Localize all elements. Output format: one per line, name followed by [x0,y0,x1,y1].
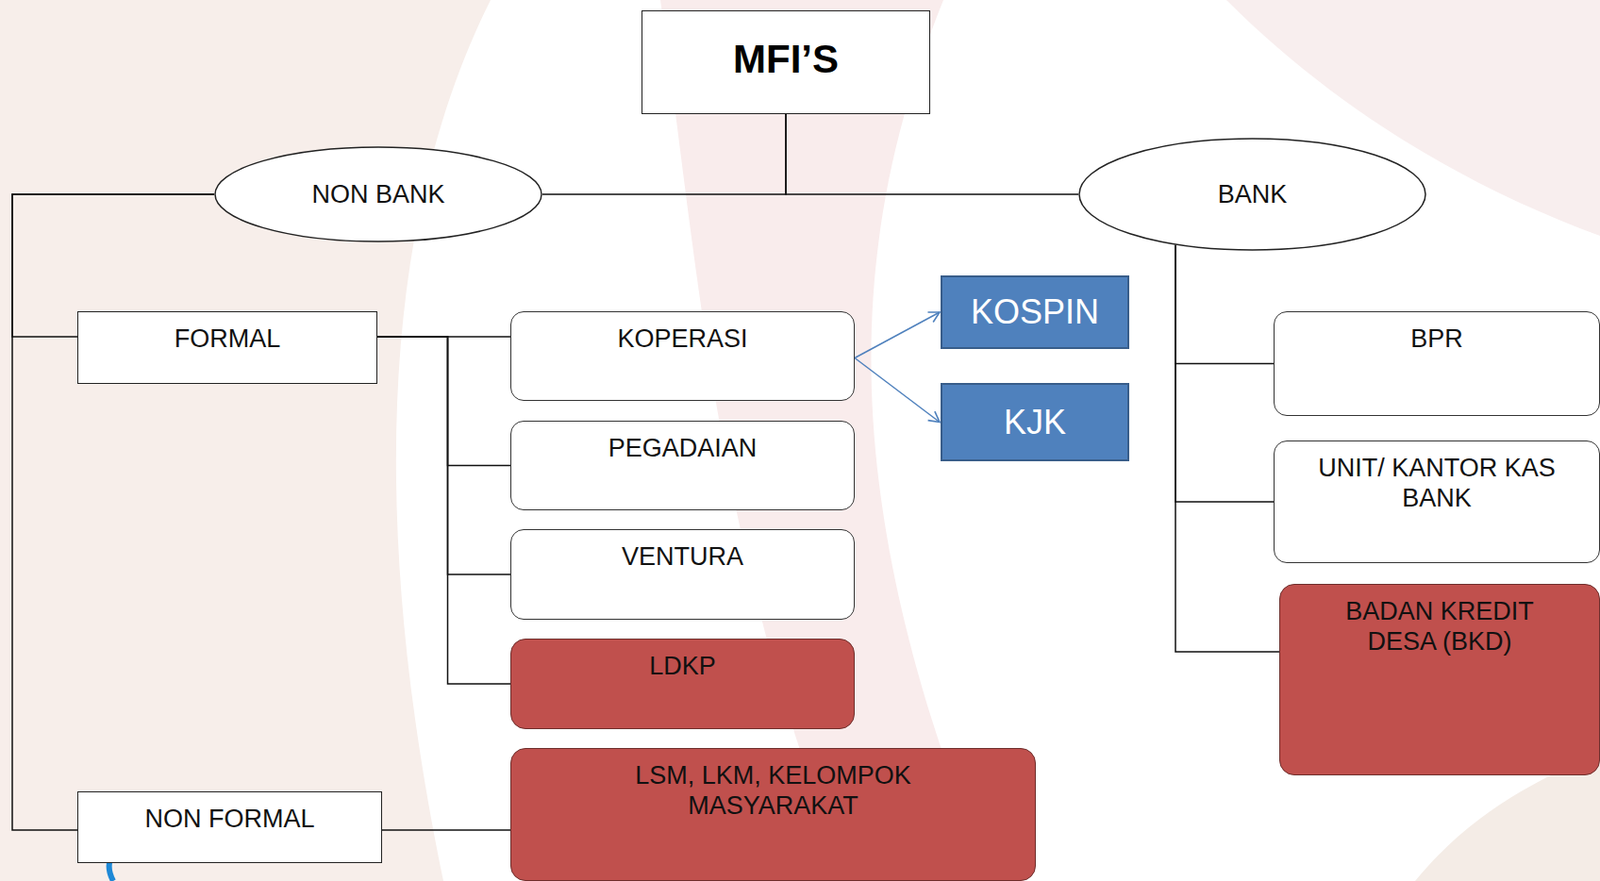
node-label: BADAN KREDIT DESA (BKD) [1317,596,1562,658]
institution-box: VENTURA [510,529,855,620]
arrow-connector [854,312,940,359]
node-label: BPR [1410,323,1464,354]
node-label: VENTURA [621,541,744,572]
node-label: KOSPIN [970,291,1100,333]
sub-type-box: KJK [940,383,1130,462]
node-label: BANK [1217,179,1288,210]
node-label: FORMAL [174,323,282,354]
ellipse-shape [215,147,542,242]
tree-connector [1175,245,1280,652]
node-label: KJK [1003,401,1067,443]
tree-connector [1175,245,1274,502]
faded-photo-panel [0,0,491,881]
sub-type-box: KOSPIN [940,275,1130,350]
arrow-connector [854,358,940,423]
node-label: LDKP [649,650,717,682]
institution-box: KOPERASI [510,311,855,401]
root-box: MFI’S [641,10,931,115]
institution-box: BPR [1273,311,1600,417]
category-ellipse: NON BANK [214,146,543,243]
tree-connector [1175,245,1274,365]
tree-connector [12,194,215,831]
node-label: NON FORMAL [144,803,315,834]
node-label: LSM, LKM, KELOMPOK MASYARAKAT [594,760,953,822]
node-label: UNIT/ KANTOR KAS BANK [1312,452,1562,515]
ellipse-shape [1079,138,1426,250]
tree-connector [377,336,511,467]
tree-connector [377,336,511,684]
node-label: MFI’S [733,35,839,84]
node-label: PEGADAIAN [608,433,758,464]
group-box: NON FORMAL [77,791,383,864]
highlight-box: LDKP [510,638,855,730]
tree-connector [542,114,786,195]
institution-box: UNIT/ KANTOR KAS BANK [1273,440,1600,564]
category-ellipse: BANK [1078,137,1427,251]
tree-connector [382,829,511,832]
tree-connector [785,114,1079,195]
institution-box: PEGADAIAN [510,420,855,511]
node-label: NON BANK [311,179,445,210]
node-label: KOPERASI [616,323,748,354]
group-box: FORMAL [77,311,378,384]
tree-connector [377,336,511,575]
highlight-box: BADAN KREDIT DESA (BKD) [1279,583,1600,776]
highlight-box: LSM, LKM, KELOMPOK MASYARAKAT [510,748,1036,881]
